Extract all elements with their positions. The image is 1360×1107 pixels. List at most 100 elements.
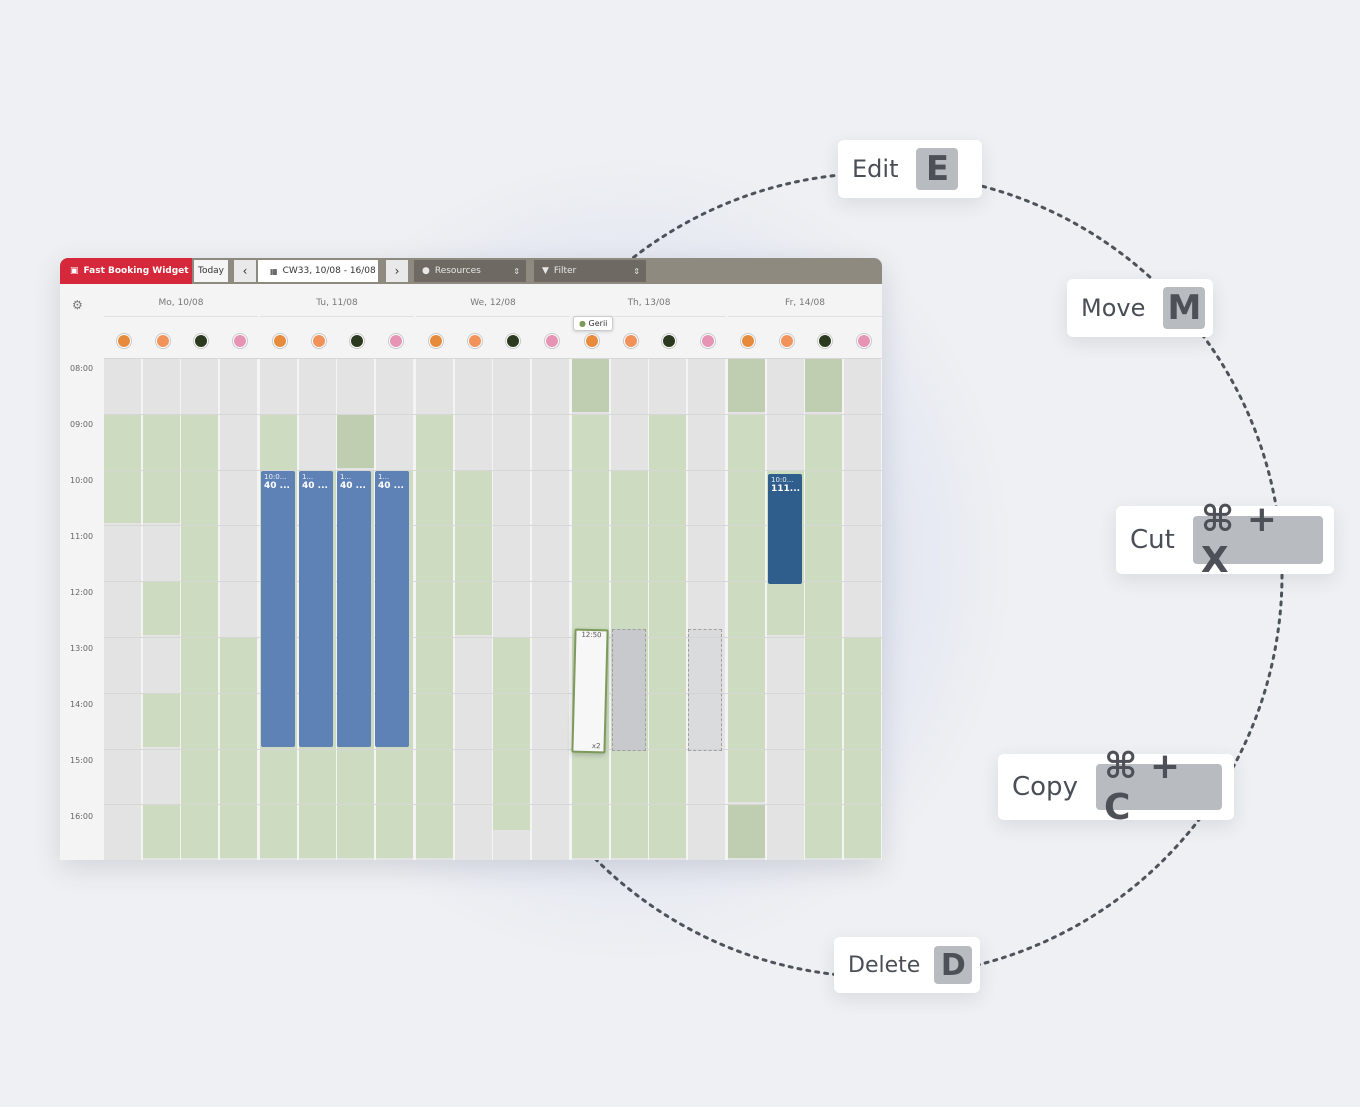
booking-event[interactable]: 10:0... 111... (768, 474, 802, 584)
availability-block (805, 358, 842, 412)
dragged-event[interactable]: 12:50 x2 (571, 628, 609, 754)
hour-line (104, 413, 882, 415)
time-label: 16:00 (70, 812, 94, 821)
resource-column[interactable] (142, 358, 180, 860)
move-label: Move (1081, 294, 1146, 322)
resource-column[interactable] (493, 358, 530, 860)
event-title: 111... (771, 484, 801, 494)
day-column: Th, 13/08 (572, 284, 726, 860)
drag-count: x2 (591, 742, 601, 751)
resource-avatar[interactable] (117, 334, 131, 348)
cut-shortcut-card[interactable]: Cut ⌘ + X (1116, 499, 1334, 581)
availability-block (142, 413, 180, 524)
settings-gears-icon[interactable]: ⚙ (72, 298, 83, 312)
resource-avatar[interactable] (544, 334, 559, 348)
resource-avatar[interactable] (623, 334, 638, 348)
time-label: 10:00 (70, 476, 94, 485)
day-header: We, 12/08 (416, 290, 570, 317)
availability-block (337, 413, 374, 468)
delete-key: D (934, 946, 973, 984)
event-title: 40 ... (264, 481, 290, 491)
calendar-icon: ▦ (270, 266, 278, 276)
hour-line (104, 748, 882, 750)
edit-label: Edit (852, 155, 899, 183)
availability-block (649, 413, 686, 859)
delete-shortcut-card[interactable]: Delete D (834, 937, 980, 993)
availability-block (728, 413, 765, 803)
resource-column[interactable] (531, 358, 569, 860)
edit-shortcut-card[interactable]: Edit E (838, 140, 982, 198)
availability-block (843, 637, 881, 859)
resource-avatar[interactable] (779, 334, 794, 348)
calendar-grid: ⚙ 08:00 09:00 10:00 11:00 12:00 13:00 14… (60, 284, 882, 860)
resource-column[interactable] (104, 358, 141, 860)
resource-avatar[interactable] (506, 334, 520, 348)
availability-block (104, 413, 141, 524)
resource-avatar[interactable] (311, 334, 326, 348)
booking-event[interactable]: 1... 40 ... (299, 471, 333, 747)
hour-line (104, 692, 882, 694)
resource-column[interactable] (766, 358, 804, 860)
resource-column[interactable] (454, 358, 492, 860)
event-time: 10:0... (771, 476, 794, 484)
resource-column[interactable] (843, 358, 881, 860)
resource-avatar[interactable] (700, 334, 715, 348)
resource-avatar[interactable] (467, 334, 482, 348)
resource-avatar[interactable] (155, 334, 170, 348)
sort-icon: ⇕ (633, 266, 640, 276)
user-icon: ● (422, 266, 430, 276)
resource-avatar[interactable] (429, 334, 443, 348)
resource-column[interactable] (610, 358, 648, 860)
event-time: 1... (378, 473, 390, 481)
resource-column[interactable] (181, 358, 218, 860)
resources-select[interactable]: ● Resources ⇕ (414, 260, 526, 282)
resource-avatar[interactable] (818, 334, 832, 348)
resource-column[interactable] (805, 358, 842, 860)
booking-event[interactable]: 1... 40 ... (337, 471, 371, 747)
fast-booking-widget-button[interactable]: ▣ Fast Booking Widget (60, 258, 192, 284)
filter-label: Filter (553, 266, 577, 276)
resource-column[interactable] (572, 358, 609, 860)
time-label: 13:00 (70, 644, 94, 653)
availability-block (219, 637, 257, 859)
resource-avatar[interactable] (273, 334, 287, 348)
time-label: 15:00 (70, 756, 94, 765)
resource-avatar[interactable] (856, 334, 871, 348)
resource-avatar[interactable] (350, 334, 364, 348)
edit-key: E (916, 148, 959, 190)
resource-column[interactable] (728, 358, 765, 860)
event-time: 10:0... (264, 473, 287, 481)
move-key: M (1163, 287, 1206, 329)
sort-icon: ⇕ (513, 266, 520, 276)
move-shortcut-card[interactable]: Move M (1067, 279, 1213, 337)
resource-avatar[interactable] (232, 334, 247, 348)
resource-avatar[interactable] (585, 334, 599, 348)
drag-time: 12:50 (581, 630, 602, 640)
next-week-button[interactable]: › (386, 260, 408, 282)
resource-column[interactable] (416, 358, 453, 860)
calendar-icon: ▣ (70, 266, 79, 276)
resource-avatar[interactable] (194, 334, 208, 348)
availability-block (728, 358, 765, 412)
booking-event[interactable]: 10:0... 40 ... (261, 471, 295, 747)
resource-avatar[interactable] (388, 334, 403, 348)
widget-label: Fast Booking Widget (83, 266, 189, 276)
week-label: CW33, 10/08 - 16/08 (282, 266, 376, 276)
resource-column[interactable] (219, 358, 257, 860)
week-selector[interactable]: ▦ CW33, 10/08 - 16/08 (258, 260, 378, 282)
copy-shortcut-card[interactable]: Copy ⌘ + C (998, 746, 1234, 828)
resource-column[interactable] (687, 358, 725, 860)
resource-column[interactable] (649, 358, 686, 860)
resource-avatar[interactable] (662, 334, 676, 348)
day-header: Mo, 10/08 (104, 290, 258, 317)
hour-line (104, 469, 882, 471)
prev-week-button[interactable]: ‹ (234, 260, 256, 282)
filter-select[interactable]: ▼ Filter ⇕ (534, 260, 646, 282)
hour-line (104, 804, 882, 806)
chevron-right-icon: › (394, 264, 400, 278)
today-button[interactable]: Today (194, 260, 228, 282)
booking-event[interactable]: 1... 40 ... (375, 471, 409, 747)
availability-block (142, 804, 180, 859)
resource-avatar[interactable] (741, 334, 755, 348)
day-column: Fr, 14/08 (728, 284, 882, 860)
